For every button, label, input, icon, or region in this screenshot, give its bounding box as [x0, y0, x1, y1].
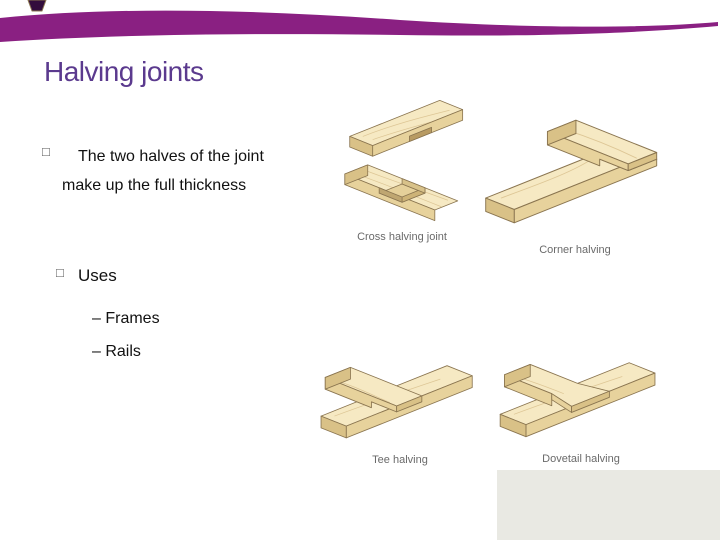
sub-bullet-frames: – Frames — [92, 310, 160, 327]
accent-tab-decoration — [27, 0, 47, 12]
dovetail-halving-illustration — [499, 362, 656, 438]
tee-halving-illustration — [320, 365, 473, 439]
figure-caption-dovetail: Dovetail halving — [542, 453, 620, 465]
figure-caption-cross: Cross halving joint — [357, 231, 447, 243]
bullet-point-uses-text: Uses — [78, 266, 117, 285]
figure-dovetail-halving: Dovetail halving — [492, 318, 670, 465]
page-title: Halving joints — [44, 56, 204, 87]
figure-caption-corner: Corner halving — [539, 244, 611, 256]
figure-corner-halving: Corner halving — [476, 86, 674, 256]
top-swoosh-decoration — [0, 0, 718, 42]
corner-halving-illustration — [485, 119, 658, 224]
figure-cross-halving: Cross halving joint — [326, 92, 478, 243]
square-bullet-icon: □ — [56, 265, 64, 280]
bottom-right-panel — [497, 470, 720, 540]
square-bullet-icon: □ — [42, 144, 50, 159]
figure-tee-halving: Tee halving — [316, 322, 484, 466]
sub-bullet-rails: – Rails — [92, 343, 141, 360]
bullet-point-thickness: □ The two halves of the joint make up th… — [42, 142, 302, 200]
sub-bullet-list: – Frames – Rails — [92, 302, 160, 368]
bullet-point-thickness-text: The two halves of the joint make up the … — [62, 148, 264, 194]
bullet-point-uses: □ Uses — [56, 266, 117, 286]
cross-halving-illustration — [343, 100, 463, 222]
figure-caption-tee: Tee halving — [372, 454, 428, 466]
